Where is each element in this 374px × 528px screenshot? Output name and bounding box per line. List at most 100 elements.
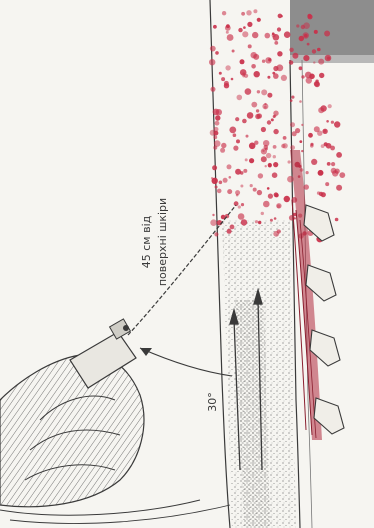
spray-droplet xyxy=(299,100,302,103)
spray-droplet xyxy=(213,109,220,116)
spray-droplet xyxy=(227,34,234,41)
spray-droplet xyxy=(226,31,229,34)
spray-droplet xyxy=(289,48,293,52)
spray-droplet xyxy=(215,186,218,189)
spray-droplet xyxy=(247,22,252,27)
spray-droplet xyxy=(276,203,281,208)
spray-droplet xyxy=(312,49,316,53)
spray-droplet xyxy=(258,221,261,224)
spray-droplet xyxy=(215,115,220,120)
spray-droplet xyxy=(263,140,269,146)
spray-droplet xyxy=(303,22,310,29)
spray-droplet xyxy=(219,181,223,185)
spray-droplet xyxy=(270,219,273,222)
spray-droplet xyxy=(227,164,232,169)
spray-droplet xyxy=(307,43,310,46)
spray-droplet xyxy=(229,126,236,133)
spray-droplet xyxy=(267,76,270,79)
spray-droplet xyxy=(215,51,219,55)
spray-droplet xyxy=(303,55,309,61)
spray-droplet xyxy=(261,127,266,132)
spray-droplet xyxy=(299,140,302,143)
spray-droplet xyxy=(245,158,248,161)
spray-droplet xyxy=(290,145,295,150)
spray-droplet xyxy=(283,136,287,140)
spray-droplet xyxy=(237,95,243,101)
spray-droplet xyxy=(236,194,239,197)
spray-droplet xyxy=(273,155,276,158)
spray-droplet xyxy=(265,165,267,167)
spray-droplet xyxy=(231,78,234,81)
spray-droplet xyxy=(314,126,320,132)
spray-droplet xyxy=(246,135,249,138)
spray-droplet xyxy=(328,104,332,108)
spray-droplet xyxy=(220,148,225,153)
spray-droplet xyxy=(251,64,256,69)
spray-droplet xyxy=(263,201,270,208)
spray-droplet xyxy=(277,229,281,233)
spray-droplet xyxy=(324,31,330,37)
spray-droplet xyxy=(247,112,254,119)
spray-droplet xyxy=(277,27,281,31)
spray-droplet xyxy=(265,33,271,39)
spray-droplet xyxy=(219,72,222,75)
spray-droplet xyxy=(284,196,290,202)
spray-droplet xyxy=(314,81,319,86)
spray-droplet xyxy=(225,25,231,31)
spray-droplet xyxy=(261,89,267,95)
spray-droplet xyxy=(233,146,238,151)
spray-droplet xyxy=(262,60,265,63)
spray-droplet xyxy=(319,73,324,78)
spray-droplet xyxy=(253,9,257,13)
spray-droplet xyxy=(240,59,245,64)
spray-droplet xyxy=(227,229,232,234)
spray-droplet xyxy=(274,217,277,220)
spray-droplet xyxy=(313,61,315,63)
spray-droplet xyxy=(230,225,235,230)
spray-droplet xyxy=(238,28,242,32)
spray-droplet xyxy=(272,32,275,35)
spray-droplet xyxy=(275,193,279,197)
spray-droplet xyxy=(235,117,239,121)
spray-droplet xyxy=(292,53,298,59)
spray-droplet xyxy=(264,103,266,105)
spray-droplet xyxy=(307,14,312,19)
spray-droplet xyxy=(336,185,342,191)
spray-droplet xyxy=(281,15,283,17)
spray-droplet xyxy=(268,194,273,199)
spray-droplet xyxy=(232,50,235,53)
spray-droplet xyxy=(250,184,253,187)
spray-droplet xyxy=(290,99,293,102)
spray-droplet xyxy=(210,46,216,52)
spray-droplet xyxy=(306,171,309,174)
spray-droplet xyxy=(240,185,243,188)
spray-droplet xyxy=(242,31,248,37)
spray-droplet xyxy=(213,25,217,29)
spray-droplet xyxy=(272,72,275,75)
spray-droplet xyxy=(223,178,228,183)
spray-droplet xyxy=(289,60,293,64)
spray-droplet xyxy=(233,133,237,137)
spray-droplet xyxy=(273,129,278,134)
spray-droplet xyxy=(273,162,278,167)
spray-droplet xyxy=(276,64,283,71)
distance-label: 45 см від xyxy=(140,215,153,268)
spray-droplet xyxy=(249,143,256,150)
spray-droplet xyxy=(268,58,271,61)
spray-droplet xyxy=(211,177,213,179)
spray-droplet xyxy=(257,113,262,118)
spray-droplet xyxy=(238,213,245,220)
spray-droplet xyxy=(336,152,342,158)
spray-droplet xyxy=(248,44,252,48)
spray-droplet xyxy=(320,105,326,111)
spray-droplet xyxy=(251,102,257,108)
spray-droplet xyxy=(238,205,241,208)
hand-with-spray-can xyxy=(0,319,230,524)
spray-droplet xyxy=(299,66,303,70)
spray-droplet xyxy=(255,220,258,223)
spray-droplet xyxy=(262,150,264,152)
spray-droplet xyxy=(281,144,285,148)
spray-droplet xyxy=(217,189,222,194)
spray-droplet xyxy=(249,158,254,163)
spray-droplet xyxy=(306,77,312,83)
